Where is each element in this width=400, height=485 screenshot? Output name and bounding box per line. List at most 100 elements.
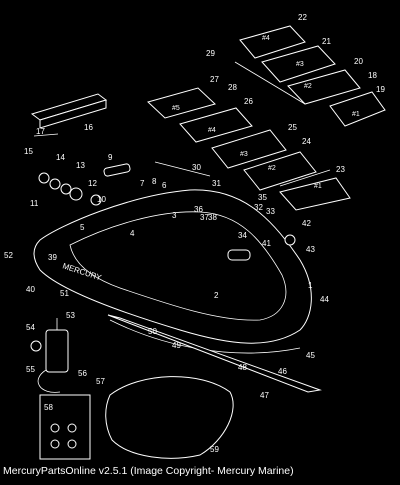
part-label-55: 55	[26, 365, 35, 374]
part-label-56: 56	[78, 369, 87, 378]
part-label-34: 34	[238, 231, 247, 240]
part-label-37: 37	[200, 213, 209, 222]
part-label-41: 41	[262, 239, 271, 248]
part-label-58: 58	[44, 403, 53, 412]
floor-panel-27	[147, 87, 216, 119]
part-label-29: 29	[206, 49, 215, 58]
part-label-4: 4	[130, 229, 135, 238]
part-label-39: 39	[48, 253, 57, 262]
part-label-59: 59	[210, 445, 219, 454]
part-label-38: 38	[208, 213, 217, 222]
part-label-3: 3	[172, 211, 177, 220]
foot-pump	[30, 318, 69, 393]
panel-mark-top-1: #1	[352, 111, 360, 118]
part-label-23: 23	[336, 165, 345, 174]
part-label-11: 11	[30, 199, 39, 208]
part-label-57: 57	[96, 377, 105, 386]
part-label-24: 24	[302, 137, 311, 146]
part-label-5: 5	[80, 223, 85, 232]
pump-fitting-54	[30, 340, 42, 352]
part-label-22: 22	[298, 13, 307, 22]
valve-ring-c	[60, 183, 72, 195]
patch-b	[67, 423, 77, 433]
part-label-35: 35	[258, 193, 267, 202]
part-label-18: 18	[368, 71, 377, 80]
valve-ring-b	[49, 178, 61, 190]
part-label-40: 40	[26, 285, 35, 294]
part-label-32: 32	[254, 203, 263, 212]
part-label-2: 2	[214, 291, 219, 300]
floor-panel-19	[329, 91, 386, 127]
panel-mark-mid-2: #2	[268, 165, 276, 172]
floor-panel-24	[243, 151, 317, 191]
panel-mark-top-3: #3	[296, 61, 304, 68]
part-label-31: 31	[212, 179, 221, 188]
valve-assembly	[38, 163, 131, 206]
pump-hose-55	[37, 369, 61, 393]
part-label-43: 43	[306, 245, 315, 254]
stringer-28	[234, 61, 306, 105]
part-label-20: 20	[354, 57, 363, 66]
keel-strip-47	[107, 314, 322, 393]
floor-panel-23	[279, 177, 351, 211]
part-label-1: 1	[308, 281, 313, 290]
part-label-30: 30	[192, 163, 201, 172]
hull-outer-tube	[33, 189, 312, 344]
part-label-26: 26	[244, 97, 253, 106]
seat-side	[39, 99, 107, 129]
patch-d	[67, 439, 77, 449]
part-label-52: 52	[4, 251, 13, 260]
part-label-48: 48	[238, 363, 247, 372]
valve-42	[284, 234, 296, 246]
part-label-27: 27	[210, 75, 219, 84]
panel-mark-top-4: #4	[262, 35, 270, 42]
part-label-14: 14	[56, 153, 65, 162]
handle-41	[227, 249, 251, 261]
panel-mark-mid-1: #1	[314, 183, 322, 190]
part-label-6: 6	[162, 181, 167, 190]
floor-panel-20	[287, 69, 361, 105]
part-label-53: 53	[66, 311, 75, 320]
part-label-25: 25	[288, 123, 297, 132]
part-label-7: 7	[140, 179, 145, 188]
part-label-46: 46	[278, 367, 287, 376]
part-label-19: 19	[376, 85, 385, 94]
seat-bench	[30, 93, 108, 137]
part-label-44: 44	[320, 295, 329, 304]
floor-panels-middle	[147, 87, 351, 211]
panel-mark-top-2: #2	[304, 83, 312, 90]
pump-body-53	[45, 329, 69, 373]
part-label-50: 50	[148, 327, 157, 336]
part-label-10: 10	[97, 195, 106, 204]
part-label-49: 49	[172, 341, 181, 350]
part-label-21: 21	[322, 37, 331, 46]
inflatable-boat-hull: MERCURY	[33, 189, 322, 393]
copyright-caption: MercuryPartsOnline v2.5.1 (Image Copyrig…	[3, 465, 294, 477]
storage-bag-59	[105, 376, 234, 459]
part-label-9: 9	[108, 153, 113, 162]
part-label-36: 36	[194, 205, 203, 214]
stringer-18-lower	[279, 169, 331, 187]
floor-panel-25	[211, 129, 287, 169]
repair-kit-box-58	[39, 394, 91, 460]
seat-strap-17	[33, 133, 59, 137]
part-label-8: 8	[152, 177, 157, 186]
part-label-28: 28	[228, 83, 237, 92]
valve-10	[90, 194, 102, 206]
hull-inner-floor	[69, 211, 287, 321]
floor-panel-26	[179, 107, 253, 143]
panel-mark-mid-4: #4	[208, 127, 216, 134]
part-label-45: 45	[306, 351, 315, 360]
floor-panels-top	[234, 25, 386, 127]
part-label-17: 17	[36, 127, 45, 136]
handle-9	[103, 163, 131, 177]
part-label-12: 12	[88, 179, 97, 188]
patch-c	[50, 439, 60, 449]
part-label-47: 47	[260, 391, 269, 400]
part-label-16: 16	[84, 123, 93, 132]
panel-mark-mid-3: #3	[240, 151, 248, 158]
repair-kit	[39, 394, 91, 460]
